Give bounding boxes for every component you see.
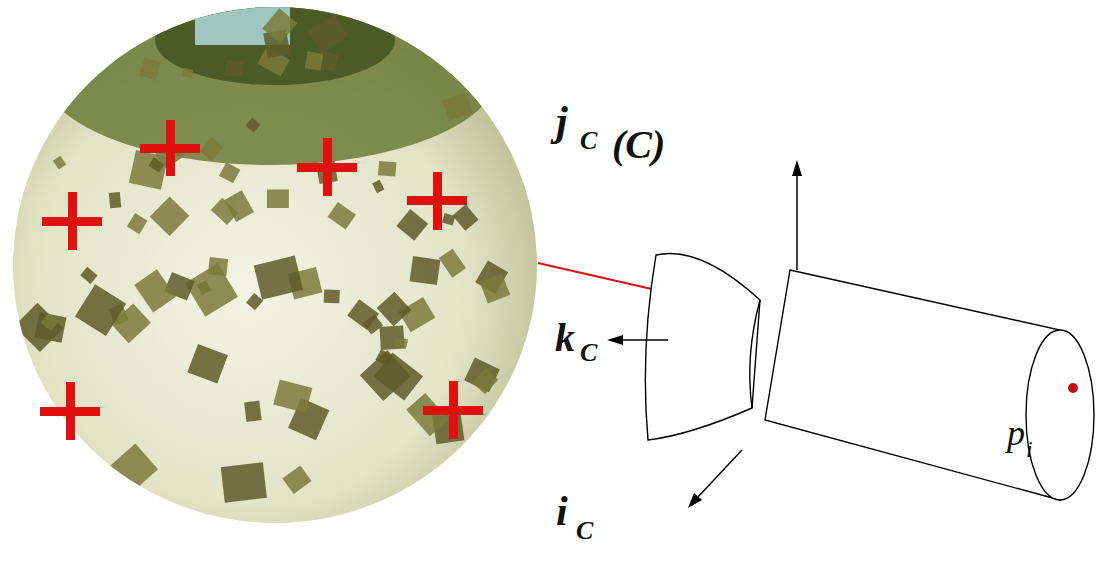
texture-patch: [394, 337, 408, 349]
texture-patch: [150, 196, 190, 236]
texture-patch: [221, 462, 267, 502]
texture-patch: [200, 138, 223, 162]
texture-patch: [109, 192, 121, 208]
texture-patch: [140, 58, 161, 81]
texture-patch: [480, 273, 511, 303]
point-subscript: i: [1026, 437, 1033, 461]
texture-patch: [410, 256, 441, 285]
texture-patch: [442, 93, 473, 121]
texture-patch: [439, 249, 466, 278]
texture-patch: [219, 162, 240, 183]
camera: [645, 253, 1094, 500]
camera-axes: [607, 160, 802, 508]
red-crosses: [40, 120, 483, 440]
axis-subscript: C: [576, 518, 593, 544]
axis-subscript: C: [580, 128, 597, 154]
texture-patch: [185, 263, 238, 316]
texture-patch: [53, 156, 66, 170]
texture-patch: [14, 303, 63, 352]
point-label: p: [1007, 415, 1025, 451]
texture-patch: [224, 59, 244, 77]
texture-patch: [211, 198, 239, 225]
axis-label: j: [556, 100, 568, 142]
texture-patch: [282, 465, 311, 494]
texture-patch: [273, 379, 312, 413]
texture-patch: [245, 118, 260, 133]
texture-patch: [127, 213, 148, 234]
axis-label: i: [556, 490, 568, 532]
texture-patch: [324, 289, 340, 303]
texture-patch: [262, 8, 297, 43]
texture-patch: [372, 180, 384, 193]
texture-patch: [244, 401, 262, 422]
texture-patch: [109, 444, 158, 493]
texture-patch: [360, 350, 411, 401]
texture-patch: [305, 51, 324, 70]
texture-patch: [328, 202, 356, 229]
texture-patch: [308, 14, 349, 53]
texture-patch: [75, 284, 126, 336]
texture-patch: [254, 256, 303, 300]
texture-patch: [376, 349, 393, 366]
axis-subscript: C: [580, 340, 597, 366]
texture-patch: [452, 204, 478, 230]
texture-patch: [246, 293, 263, 310]
texture-patch: [41, 313, 59, 331]
textured-sphere: [13, 0, 537, 523]
texture-patch: [134, 269, 176, 312]
image-point: [1068, 383, 1078, 393]
axis-label: k: [555, 318, 575, 358]
texture-patch: [378, 161, 397, 177]
projection-ray: [538, 263, 656, 290]
texture-patch: [377, 292, 412, 327]
texture-patch: [267, 190, 289, 208]
camera-frame-label: (C): [612, 125, 665, 165]
texture-patch: [187, 344, 228, 384]
texture-patch: [80, 267, 97, 284]
texture-patch: [472, 368, 498, 394]
texture-patch: [396, 209, 428, 241]
texture-patch: [182, 68, 194, 78]
